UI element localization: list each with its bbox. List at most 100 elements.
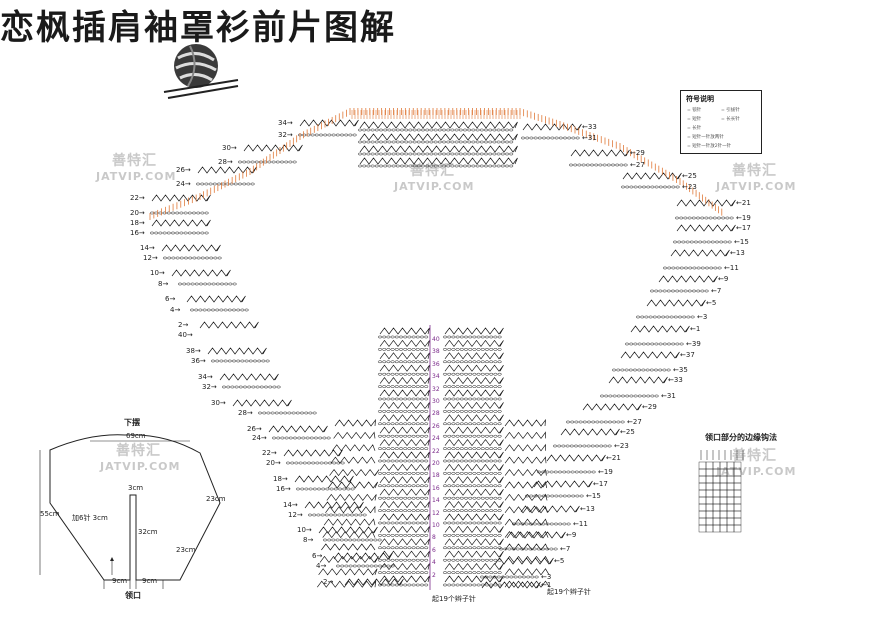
yarn-logo-icon <box>163 44 239 99</box>
bottom-left-measure: 9cm <box>112 577 128 585</box>
legend-title: 符号说明 <box>686 95 714 103</box>
right-row-number: ←23 <box>682 183 697 191</box>
left-row-number: 28→ <box>238 409 253 417</box>
center-row-number: 34 <box>432 373 440 381</box>
side-measure-2: 23cm <box>176 546 196 554</box>
right-row-number: ←31 <box>661 392 676 400</box>
left-row-number: 36→ <box>191 357 206 365</box>
garment-schematic <box>39 434 221 589</box>
height-measure: 55cm <box>40 510 60 518</box>
left-row-number: 24→ <box>176 180 191 188</box>
center-row-number: 32 <box>432 385 440 393</box>
edge-detail-grid <box>698 450 744 533</box>
right-row-number: ←37 <box>680 351 695 359</box>
right-row-number: ←31 <box>582 134 597 142</box>
right-row-number: ←11 <box>573 520 588 528</box>
left-row-number: 30→ <box>222 144 237 152</box>
center-row-number: 30 <box>432 398 440 405</box>
left-row-number: 10→ <box>297 526 312 534</box>
button-band-measure: 加6针 3cm <box>72 514 108 522</box>
center-row-number: 6 <box>432 546 436 554</box>
left-row-number: 2→ <box>178 321 189 329</box>
right-row-number: ←33 <box>582 123 597 131</box>
left-row-number: 30→ <box>211 399 226 407</box>
right-row-number: ←29 <box>630 149 645 157</box>
right-row-number: ←15 <box>734 238 749 246</box>
left-row-number: 22→ <box>130 194 145 202</box>
left-row-number: 8→ <box>158 280 169 288</box>
neck-depth-measure: 32cm <box>138 528 158 536</box>
left-row-number: 34→ <box>278 119 293 127</box>
left-row-number: 20→ <box>130 209 145 217</box>
left-row-number: 28→ <box>218 158 233 166</box>
left-row-number: 40→ <box>178 331 193 339</box>
legend-item: = 短针一针放2针一针 <box>687 144 732 149</box>
right-row-number: ←3 <box>697 313 708 321</box>
left-row-number: 4→ <box>316 562 327 570</box>
right-row-number: ←5 <box>706 299 717 307</box>
left-row-number: 12→ <box>143 254 158 262</box>
center-row-number: 12 <box>432 509 440 517</box>
right-row-number: ←1 <box>541 581 552 589</box>
left-row-number: 6→ <box>165 295 176 303</box>
legend-item: = 长针 <box>687 126 702 131</box>
right-row-number: ←27 <box>627 418 642 426</box>
right-row-number: ←7 <box>560 545 571 553</box>
right-row-number: ←21 <box>736 199 751 207</box>
left-row-number: 16→ <box>276 485 291 493</box>
right-row-number: ←35 <box>673 366 688 374</box>
right-row-number: ←25 <box>620 428 635 436</box>
right-row-number: ←39 <box>686 340 701 348</box>
left-row-number: 18→ <box>130 219 145 227</box>
center-row-number: 20 <box>432 460 440 467</box>
bottom-right-measure: 9cm <box>142 577 158 585</box>
right-row-number: ←9 <box>718 275 729 283</box>
left-row-number: 32→ <box>278 131 293 139</box>
center-row-number: 18 <box>432 472 440 480</box>
center-row-number: 24 <box>432 435 440 443</box>
right-row-number: ←13 <box>580 505 595 513</box>
left-row-number: 8→ <box>303 536 314 544</box>
neck-top-measure: 3cm <box>128 484 144 492</box>
edge-detail-title: 领口部分的边缘钩法 <box>705 433 777 442</box>
left-row-number: 26→ <box>176 166 191 174</box>
left-row-number: 32→ <box>202 383 217 391</box>
right-row-number: ←5 <box>554 557 565 565</box>
legend-item: = 短针 <box>687 117 702 122</box>
left-row-number: 4→ <box>170 306 181 314</box>
right-row-number: ←19 <box>736 214 751 222</box>
right-row-number: ←21 <box>606 454 621 462</box>
legend-item: = 锁针 <box>687 108 702 113</box>
right-row-number: ←25 <box>682 172 697 180</box>
legend-item: = 引拔针 <box>721 108 740 113</box>
neckline-label: 领口 <box>125 591 141 600</box>
center-row-number: 8 <box>432 534 436 542</box>
center-row-number: 10 <box>432 522 440 529</box>
right-row-number: ←7 <box>711 287 722 295</box>
center-row-number: 28 <box>432 410 440 418</box>
left-row-number: 12→ <box>288 511 303 519</box>
right-row-number: ←17 <box>736 224 751 232</box>
center-row-number: 2 <box>432 571 436 579</box>
right-row-number: ←11 <box>724 264 739 272</box>
center-row-number: 26 <box>432 422 440 430</box>
page-title: 恋枫插肩袖罩衫前片图解 <box>0 8 396 48</box>
left-row-number: 2→ <box>323 578 334 586</box>
left-row-number: 14→ <box>283 501 298 509</box>
right-row-number: ←13 <box>730 249 745 257</box>
neckline-edging <box>149 108 723 220</box>
right-row-number: ←15 <box>586 492 601 500</box>
right-row-number: ←33 <box>668 376 683 384</box>
center-row-number: 36 <box>432 360 440 368</box>
right-row-number: ←23 <box>614 442 629 450</box>
center-row-number: 14 <box>432 497 440 505</box>
right-row-number: ←29 <box>642 403 657 411</box>
right-row-number: ←27 <box>630 161 645 169</box>
left-row-number: 22→ <box>262 449 277 457</box>
left-row-number: 16→ <box>130 229 145 237</box>
right-row-number: ←9 <box>566 531 577 539</box>
start-chain-right-label: 起19个辫子针 <box>547 588 591 596</box>
